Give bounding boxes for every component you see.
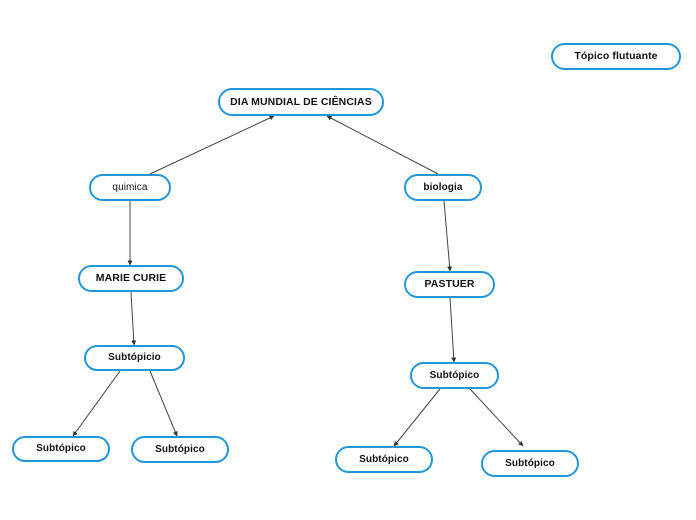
node-leaf-left-2[interactable]: Subtópico — [131, 436, 229, 463]
node-subtopic-right-label: Subtópico — [429, 369, 480, 381]
node-leaf-right-2[interactable]: Subtópico — [481, 450, 579, 477]
node-leaf-left-1-label: Subtópico — [36, 443, 86, 454]
node-biologia[interactable]: biologia — [404, 174, 482, 201]
node-subtopic-left[interactable]: Subtópicio — [84, 345, 185, 371]
edge-quimica-to-root — [149, 115, 275, 175]
node-marie-curie-label: MARIE CURIE — [95, 272, 167, 285]
edge-sub-left-to-leaf-l1 — [72, 370, 121, 437]
node-leaf-right-2-label: Subtópico — [505, 457, 555, 469]
node-leaf-right-1[interactable]: Subtópico — [335, 446, 433, 473]
node-floating-topic[interactable]: Tópico flutuante — [551, 43, 681, 70]
node-subtopic-left-label: Subtópicio — [108, 352, 161, 363]
edge-sub-left-to-leaf-l2 — [149, 370, 178, 437]
node-leaf-right-1-label: Subtópico — [359, 453, 409, 465]
edge-sub-right-to-leaf-r1 — [393, 388, 441, 447]
node-floating-topic-label: Tópico flutuante — [574, 50, 658, 63]
edge-pastuer-to-sub-right — [449, 297, 457, 363]
edge-biologia-to-pastuer — [443, 200, 453, 272]
edge-sub-right-to-leaf-r2 — [469, 388, 524, 447]
node-quimica[interactable]: quimica — [89, 174, 171, 201]
node-quimica-label: quimica — [112, 181, 148, 193]
node-biologia-label: biologia — [423, 181, 463, 193]
node-pastuer[interactable]: PASTUER — [404, 271, 495, 298]
node-root[interactable]: DIA MUNDIAL DE CIÊNCIAS — [218, 88, 384, 116]
edge-biologia-to-root — [326, 115, 439, 175]
node-pastuer-label: PASTUER — [424, 278, 475, 291]
node-marie-curie[interactable]: MARIE CURIE — [78, 265, 184, 292]
node-root-label: DIA MUNDIAL DE CIÊNCIAS — [230, 95, 372, 108]
edge-marie-curie-to-sub-left — [130, 291, 137, 346]
node-leaf-left-2-label: Subtópico — [155, 443, 205, 455]
node-leaf-left-1[interactable]: Subtópico — [12, 436, 110, 462]
node-subtopic-right[interactable]: Subtópico — [410, 362, 499, 389]
